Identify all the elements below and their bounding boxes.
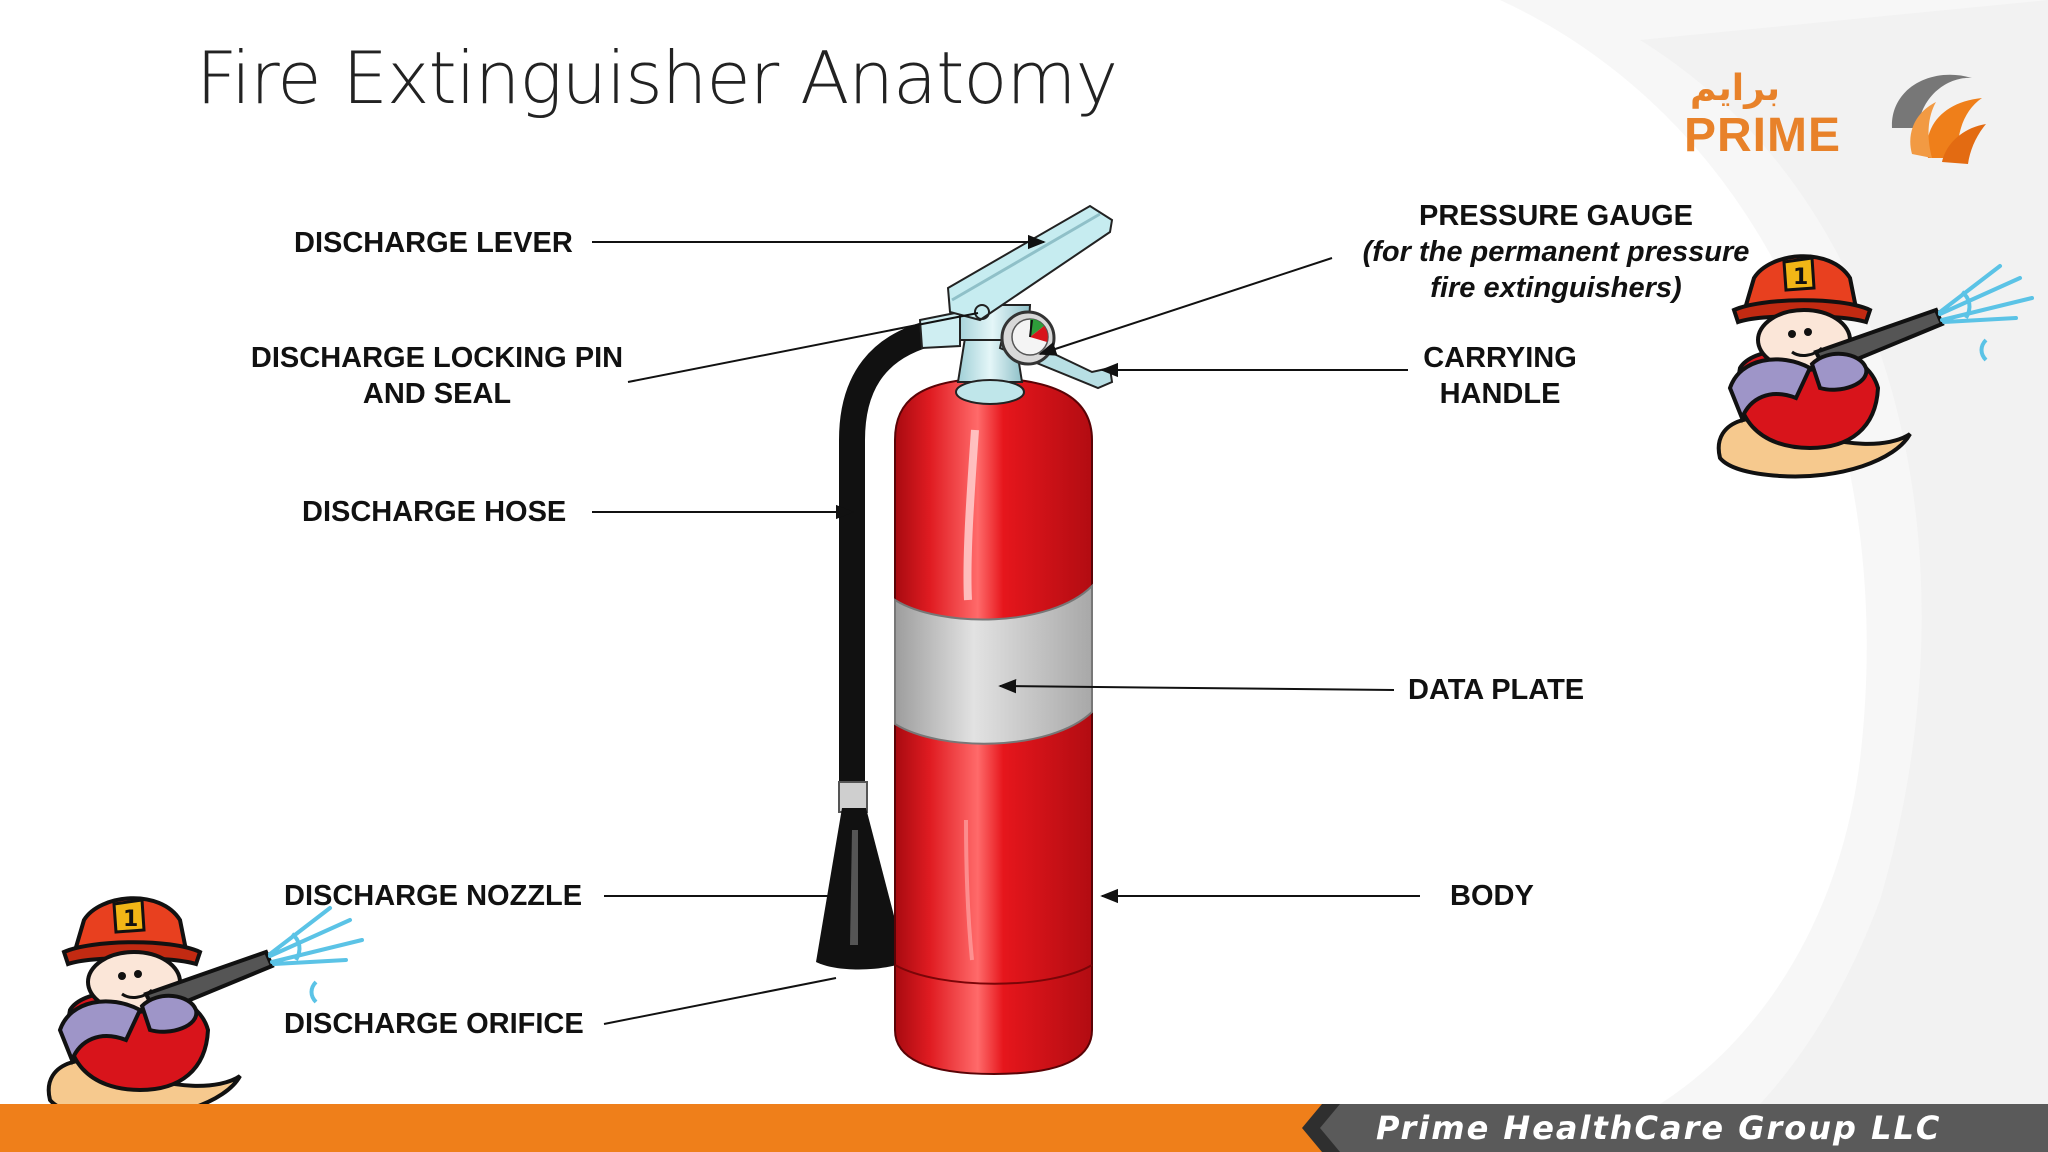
label-locking-pin-line1: DISCHARGE LOCKING PIN bbox=[250, 342, 624, 374]
label-carrying-handle-line2: HANDLE bbox=[1439, 378, 1561, 410]
footer-bar bbox=[0, 1104, 2048, 1152]
label-discharge-orifice: DISCHARGE ORIFICE bbox=[284, 1008, 584, 1040]
mascot-badge-number: 1 bbox=[1793, 265, 1808, 290]
data-plate-band bbox=[894, 583, 1093, 745]
logo-arabic-text: برايم bbox=[1690, 68, 1780, 109]
label-locking-pin: DISCHARGE LOCKING PIN AND SEAL bbox=[244, 340, 630, 412]
discharge-hose bbox=[839, 319, 948, 803]
label-body: BODY bbox=[1450, 880, 1534, 912]
label-pressure-gauge-note1: (for the permanent pressure bbox=[1362, 236, 1750, 268]
hose-ferrule bbox=[838, 781, 868, 813]
firefighter-mascot-icon: 1 bbox=[46, 896, 364, 1121]
discharge-lever bbox=[946, 204, 1114, 322]
footer-company-name: Prime HealthCare Group LLC bbox=[1376, 1109, 1942, 1147]
page-title: Fire Extinguisher Anatomy bbox=[196, 36, 1118, 120]
label-pressure-gauge-note2: fire extinguishers) bbox=[1430, 272, 1682, 304]
label-data-plate: DATA PLATE bbox=[1408, 674, 1585, 706]
locking-pin-ring bbox=[974, 304, 990, 320]
label-locking-pin-line2: AND SEAL bbox=[362, 378, 512, 410]
logo-english-text: PRIME bbox=[1684, 109, 1842, 162]
label-discharge-hose: DISCHARGE HOSE bbox=[302, 496, 567, 528]
firefighter-mascot-icon: 1 bbox=[1716, 254, 2034, 479]
prime-logo: برايم PRIME bbox=[1680, 52, 2000, 172]
leader-lines bbox=[592, 234, 1420, 1025]
leader-data-plate bbox=[998, 678, 1395, 694]
leader-discharge-orifice bbox=[603, 977, 837, 1025]
label-discharge-lever: DISCHARGE LEVER bbox=[294, 227, 573, 259]
discharge-nozzle bbox=[816, 808, 906, 970]
leader-locking-pin bbox=[627, 312, 979, 383]
label-carrying-handle-line1: CARRYING bbox=[1423, 342, 1577, 374]
label-discharge-nozzle: DISCHARGE NOZZLE bbox=[284, 880, 583, 912]
logo-emblem-icon bbox=[1891, 74, 1986, 164]
mascot-badge-number: 1 bbox=[123, 907, 138, 932]
label-carrying-handle: CARRYING HANDLE bbox=[1400, 340, 1600, 412]
leader-pressure-gauge bbox=[1038, 257, 1333, 356]
pressure-gauge bbox=[1000, 310, 1056, 366]
label-pressure-gauge: PRESSURE GAUGE (for the permanent pressu… bbox=[1340, 198, 1772, 306]
label-pressure-gauge-title: PRESSURE GAUGE bbox=[1419, 200, 1693, 232]
